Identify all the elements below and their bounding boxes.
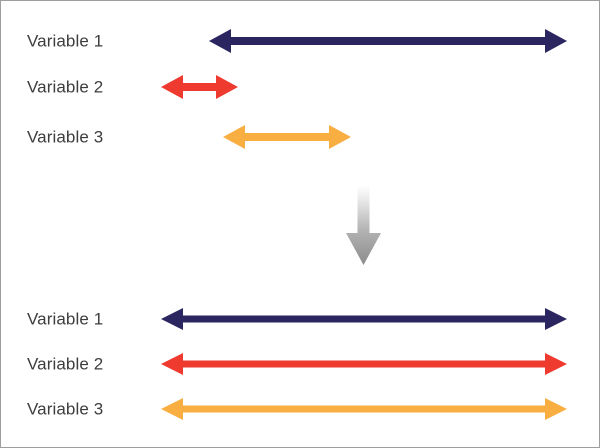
arrow-after-variable-3 bbox=[161, 396, 567, 422]
double-arrow-icon bbox=[161, 353, 567, 375]
arrow-after-variable-1 bbox=[161, 306, 567, 332]
double-arrow-icon bbox=[161, 308, 567, 330]
label-before-variable-3: Variable 3 bbox=[27, 127, 104, 147]
label-before-variable-1: Variable 1 bbox=[27, 31, 104, 51]
double-arrow-icon bbox=[161, 398, 567, 420]
double-arrow-icon bbox=[209, 29, 567, 53]
label-before-variable-2: Variable 2 bbox=[27, 77, 104, 97]
label-after-variable-2: Variable 2 bbox=[27, 354, 104, 374]
arrow-after-variable-2 bbox=[161, 351, 567, 377]
label-after-variable-3: Variable 3 bbox=[27, 399, 104, 419]
transition-down-arrow bbox=[346, 186, 381, 265]
label-after-variable-1: Variable 1 bbox=[27, 309, 104, 329]
arrow-down-icon bbox=[346, 186, 381, 265]
arrow-before-variable-1 bbox=[209, 28, 567, 54]
arrow-before-variable-2 bbox=[161, 74, 238, 100]
double-arrow-icon bbox=[161, 75, 238, 99]
double-arrow-icon bbox=[223, 125, 351, 149]
arrow-before-variable-3 bbox=[223, 124, 351, 150]
